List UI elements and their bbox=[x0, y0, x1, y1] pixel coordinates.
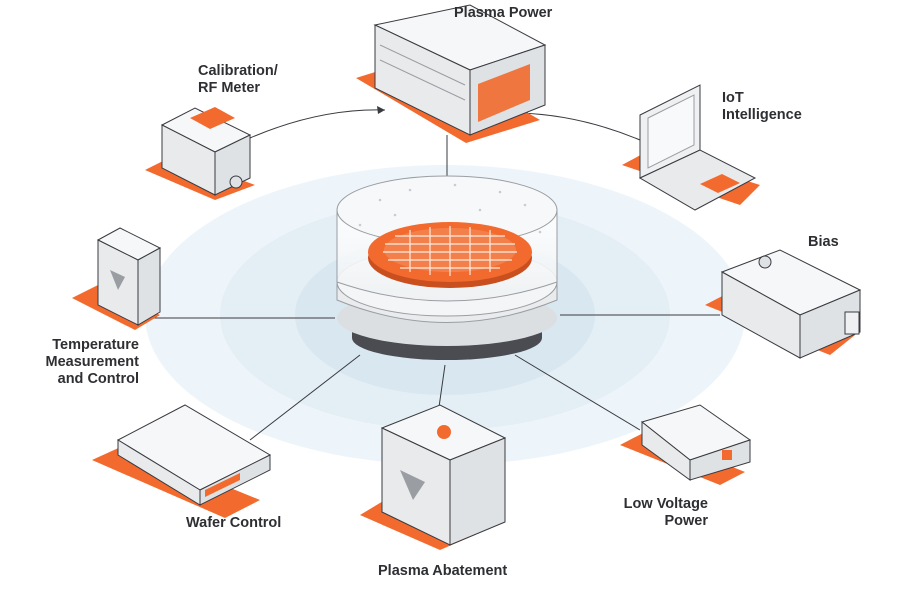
label-plasma-abatement: Plasma Abatement bbox=[378, 563, 508, 579]
plasma-chamber bbox=[336, 175, 558, 360]
bias-device bbox=[705, 249, 862, 359]
connector-lines bbox=[150, 109, 720, 441]
plasma-power-device bbox=[356, 4, 547, 143]
label-calibration: Calibration/ RF Meter bbox=[198, 63, 278, 96]
label-bias: Bias bbox=[808, 234, 839, 250]
temperature-device bbox=[72, 227, 162, 330]
label-wafer-control: Wafer Control bbox=[186, 515, 282, 531]
low-voltage-device bbox=[620, 404, 752, 485]
label-temperature: Temperature Measurement and Control bbox=[45, 337, 139, 387]
label-plasma-power: Plasma Power bbox=[454, 5, 553, 21]
label-low-voltage: Low Voltage Power bbox=[623, 496, 708, 529]
iot-laptop-device bbox=[622, 84, 760, 211]
calibration-device bbox=[145, 107, 255, 200]
plasma-abatement-device bbox=[360, 404, 507, 550]
wafer-control-device bbox=[92, 404, 272, 518]
label-iot: IoT Intelligence bbox=[722, 90, 802, 123]
